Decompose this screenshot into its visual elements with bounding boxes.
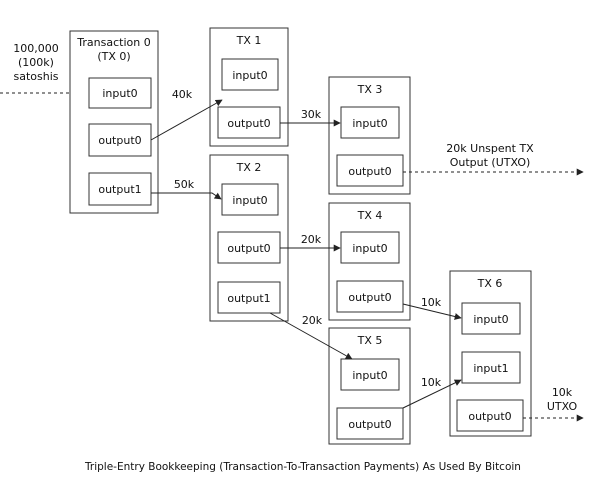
edge-tx5-tx6-label: 10k: [421, 376, 442, 389]
tx0-title: Transaction 0: [76, 36, 150, 49]
tx0-output0-label: output0: [98, 134, 141, 147]
tx6-input0-label: input0: [473, 313, 508, 326]
tx1-output0-label: output0: [227, 117, 270, 130]
tx2-output0-label: output0: [227, 242, 270, 255]
tx3-output0: [336, 154, 404, 187]
tx4-title: TX 4: [357, 209, 383, 222]
utxo-tx6-line2: UTXO: [547, 400, 578, 413]
utxo-tx3-line1: 20k Unspent TX: [446, 142, 534, 155]
diagram-caption: Triple-Entry Bookkeeping (Transaction-To…: [84, 461, 521, 473]
edge-tx2-tx5: [269, 312, 353, 360]
tx3-title: TX 3: [357, 83, 383, 96]
tx0-output0: [88, 123, 152, 157]
edge-tx2-tx4-label: 20k: [301, 233, 322, 246]
tx6-output0: [456, 399, 524, 432]
tx0-subtitle: (TX 0): [97, 50, 130, 63]
tx3-box: TX 3 input0 output0: [328, 76, 411, 195]
edge-tx0-tx2: [151, 192, 222, 200]
edge-tx5-tx6: [402, 379, 462, 409]
tx4-output0: [336, 280, 404, 313]
tx6-input1: [461, 351, 521, 384]
tx3-input0: [340, 106, 400, 139]
tx2-output1: [217, 281, 281, 314]
tx1-box: TX 1 input0 output0: [209, 27, 289, 147]
tx6-input1-label: input1: [473, 362, 508, 375]
tx5-output0-label: output0: [348, 418, 391, 431]
tx4-box: TX 4 input0 output0: [328, 202, 411, 321]
edge-tx0-tx1-label: 40k: [172, 88, 193, 101]
tx2-output1-label: output1: [227, 292, 270, 305]
tx0-input0-label: input0: [102, 87, 137, 100]
edge-tx2-tx5-label: 20k: [302, 314, 323, 327]
tx5-input0-label: input0: [352, 369, 387, 382]
edge-tx0-tx1: [150, 99, 223, 141]
edge-tx4-tx6: [402, 303, 462, 320]
tx6-output0-label: output0: [468, 410, 511, 423]
tx3-output0-label: output0: [348, 165, 391, 178]
tx2-output0: [217, 231, 281, 264]
source-amount: 100,000: [13, 42, 59, 55]
source-amount-short: (100k): [18, 56, 54, 69]
tx0-output1: [88, 172, 152, 206]
tx0-input0: [88, 77, 152, 109]
tx4-output0-label: output0: [348, 291, 391, 304]
tx1-input0-label: input0: [232, 69, 267, 82]
tx2-input0-label: input0: [232, 194, 267, 207]
tx0-output1-label: output1: [98, 183, 141, 196]
tx3-input0-label: input0: [352, 117, 387, 130]
tx0-box: Transaction 0 (TX 0) input0 output0 outp…: [69, 30, 159, 214]
edge-tx1-tx3-label: 30k: [301, 108, 322, 121]
tx2-input0: [221, 183, 279, 216]
tx5-input0: [340, 358, 400, 391]
tx6-input0: [461, 302, 521, 335]
tx1-input0: [221, 58, 279, 91]
tx5-box: TX 5 input0 output0: [328, 327, 411, 445]
tx6-box: TX 6 input0 input1 output0: [449, 270, 532, 437]
edge-tx4-tx6-label: 10k: [421, 296, 442, 309]
tx2-box: TX 2 input0 output0 output1: [209, 154, 289, 322]
tx4-input0: [340, 231, 400, 264]
source-unit: satoshis: [13, 70, 58, 83]
tx5-output0: [336, 407, 404, 440]
source-label: 100,000 (100k) satoshis: [13, 42, 59, 83]
tx6-title: TX 6: [477, 277, 503, 290]
tx4-input0-label: input0: [352, 242, 387, 255]
tx2-title: TX 2: [236, 161, 262, 174]
tx1-title: TX 1: [236, 34, 262, 47]
edge-tx0-tx2-label: 50k: [174, 178, 195, 191]
tx5-title: TX 5: [357, 334, 383, 347]
utxo-tx6-line1: 10k: [552, 386, 573, 399]
utxo-tx3-line2: Output (UTXO): [450, 156, 531, 169]
